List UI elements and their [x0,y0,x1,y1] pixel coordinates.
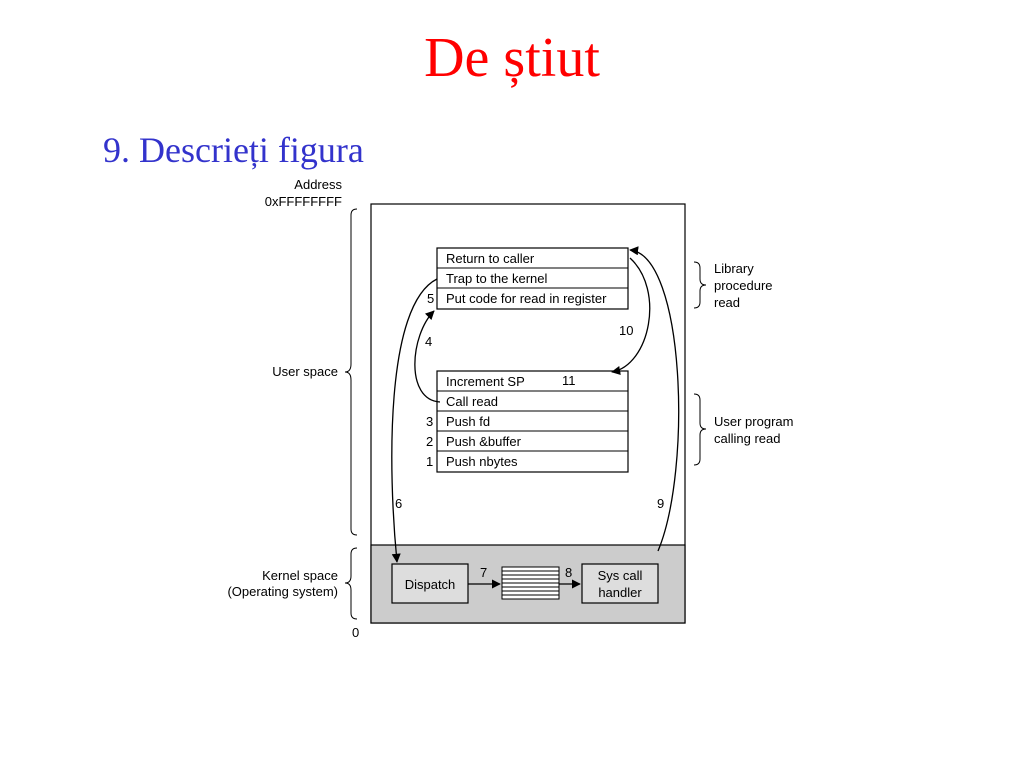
program-brace [693,393,707,466]
step-number-1: 1 [426,454,433,469]
sys-call-handler-line1: Sys call [598,568,643,583]
user-space-label: User space [272,364,338,379]
bottom-address-label: 0 [352,625,359,640]
library-item-trap: Trap to the kernel [446,271,548,286]
library-label-line3: read [714,295,740,310]
program-item-push-fd: Push fd [446,414,490,429]
library-label-line1: Library [714,261,754,276]
user-space-brace [344,208,358,536]
step-number-9: 9 [657,496,664,511]
sys-call-handler-box [581,563,659,604]
dispatch-box [391,563,469,604]
program-item-push-nbytes: Push nbytes [446,454,518,469]
step-number-11: 11 [562,373,576,388]
program-item-increment-sp: Increment SP [446,374,525,389]
dispatch-label: Dispatch [405,577,456,592]
program-label-line1: User program [714,414,793,429]
arrow-step-6 [391,278,438,563]
step-number-4: 4 [425,334,432,349]
library-item-put-code: Put code for read in register [446,291,607,306]
program-item-push-buffer: Push &buffer [446,434,522,449]
library-label-line2: procedure [714,278,773,293]
slide-title: De știut [424,27,600,89]
address-label: Address [294,177,342,192]
slide-subtitle: 9. Descrieți figura [103,130,364,170]
top-address-label: 0xFFFFFFFF [265,194,342,209]
step-number-8: 8 [565,565,572,580]
kernel-space-label: Kernel space [262,568,338,583]
library-item-return: Return to caller [446,251,535,266]
user-program-block: Increment SP Call read Push fd Push &buf… [436,370,629,473]
step-number-3: 3 [426,414,433,429]
step-number-6: 6 [395,496,402,511]
step-number-2: 2 [426,434,433,449]
arrow-step-9 [629,246,680,552]
arrow-step-4 [414,310,441,403]
arrow-step-10 [611,257,651,375]
kernel-space-brace [344,547,358,620]
step-number-5: 5 [427,291,434,306]
library-procedure-block: Return to caller Trap to the kernel Put … [436,247,629,310]
library-brace [693,261,707,309]
step-number-7: 7 [480,565,487,580]
program-label-line2: calling read [714,431,781,446]
program-item-call-read: Call read [446,394,498,409]
dispatch-table [501,566,560,600]
kernel-space-sublabel: (Operating system) [227,584,338,599]
sys-call-handler-line2: handler [598,585,642,600]
step-number-10: 10 [619,323,633,338]
